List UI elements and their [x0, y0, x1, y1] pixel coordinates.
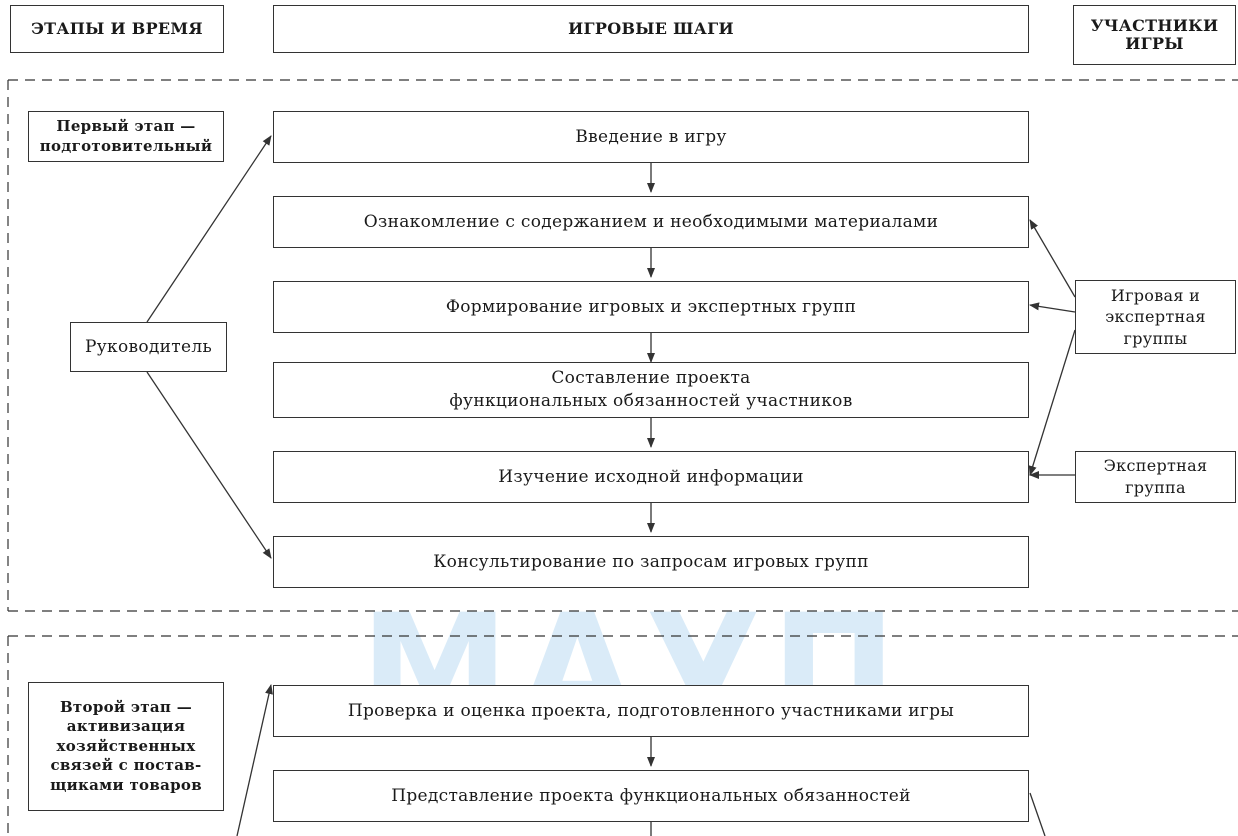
header-stages: ЭТАПЫ И ВРЕМЯ [10, 5, 224, 53]
participant-game-and-expert-groups: Игровая и экспертная группы [1075, 280, 1236, 354]
step-7: Проверка и оценка проекта, подготовленно… [273, 685, 1029, 737]
participant-arrow-2 [1029, 302, 1076, 313]
step-4: Составление проекта функциональных обяза… [273, 362, 1029, 418]
stage2-label: Второй этап — активизация хозяйственных … [28, 682, 224, 811]
leader-box: Руководитель [70, 322, 227, 372]
leader-arrow-bottom [146, 371, 272, 559]
header-steps: ИГРОВЫЕ ШАГИ [273, 5, 1029, 53]
participant-arrow-3 [1028, 329, 1076, 476]
step-1: Введение в игру [273, 111, 1029, 163]
step-3: Формирование игровых и экспертных групп [273, 281, 1029, 333]
step-5: Изучение исходной информации [273, 451, 1029, 503]
step-8: Представление проекта функциональных обя… [273, 770, 1029, 822]
step-6: Консультирование по запросам игровых гру… [273, 536, 1029, 588]
stage2-arrow-left [236, 684, 273, 836]
participant-expert-group: Экспертная группа [1075, 451, 1236, 503]
stage2-line-right [1029, 792, 1046, 836]
participant-arrow-1 [1029, 219, 1076, 298]
leader-arrow-top [146, 135, 272, 323]
step-2: Ознакомление с содержанием и необходимым… [273, 196, 1029, 248]
stage1-label: Первый этап — подготовительный [28, 111, 224, 162]
header-participants: УЧАСТНИКИ ИГРЫ [1073, 5, 1236, 65]
